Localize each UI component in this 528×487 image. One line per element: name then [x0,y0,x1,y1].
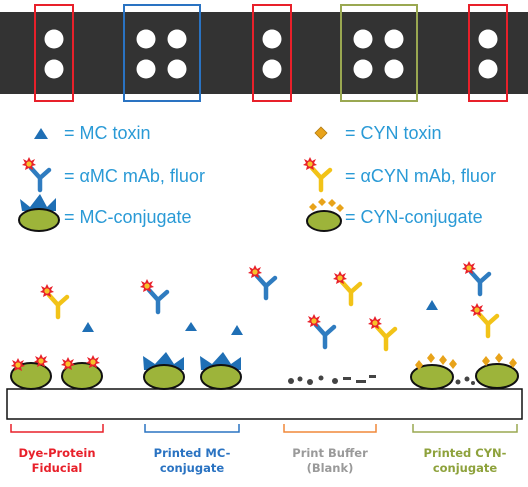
caption-mc-line1: Printed MC- [153,446,231,460]
caption-fiducial: Dye-Protein Fiducial [2,446,112,476]
fiducial-surface [10,354,103,390]
free-amc-antibody [140,279,167,312]
acyn-antibody-icon [303,157,330,190]
mc-toxin-icon [34,128,48,139]
caption-cyn-line1: Printed CYN- [423,446,507,460]
free-amc-antibody [248,265,275,298]
caption-cyn: Printed CYN- conjugate [408,446,522,476]
mc-bracket [144,424,240,433]
legend-amc-mab: = αMC mAb, fluor [64,166,205,186]
free-acyn-antibody [40,284,67,317]
free-mc-toxin [231,325,243,335]
free-mc-toxin [82,322,94,332]
cyn-spot-box [340,4,418,102]
legend-mc-conjugate: = MC-conjugate [64,207,192,227]
free-acyn-antibody [368,316,395,349]
caption-buffer-line2: (Blank) [306,461,354,475]
amc-antibody-icon [22,157,49,190]
cyn-surface [410,353,519,390]
legend-acyn-mab: = αCYN mAb, fluor [345,166,496,186]
cyn-bracket [412,424,518,433]
free-acyn-antibody [470,303,497,336]
array-strip [0,4,528,102]
free-amc-antibody [462,261,489,294]
mc-surface [143,352,242,390]
mc-spot-box [123,4,201,102]
fiducial-spot-box-2 [252,4,292,102]
caption-fiducial-line2: Fiducial [31,461,83,475]
caption-mc-line2: conjugate [159,461,225,475]
free-mc-toxin [185,322,197,331]
free-acyn-antibody [333,271,360,304]
caption-buffer-line1: Print Buffer [292,446,368,460]
buffer-surface [288,375,376,385]
free-amc-antibody [307,314,334,347]
caption-buffer: Print Buffer (Blank) [275,446,385,476]
fiducial-spot-box-3 [468,4,508,102]
legend-mc-toxin: = MC toxin [64,123,151,143]
fiducial-spot-box [34,4,74,102]
caption-cyn-line2: conjugate [432,461,498,475]
cyn-conjugate-icon [306,198,344,232]
legend-cyn-toxin: = CYN toxin [345,123,442,143]
mc-conjugate-icon [18,194,60,232]
legend-cyn-conjugate: = CYN-conjugate [345,207,483,227]
fiducial-bracket [10,424,104,433]
caption-fiducial-line1: Dye-Protein [18,446,96,460]
substrate-slide [6,388,523,420]
caption-mc: Printed MC- conjugate [136,446,248,476]
cyn-toxin-icon [314,126,328,140]
free-mc-toxin [426,300,438,310]
buffer-bracket [283,424,377,433]
